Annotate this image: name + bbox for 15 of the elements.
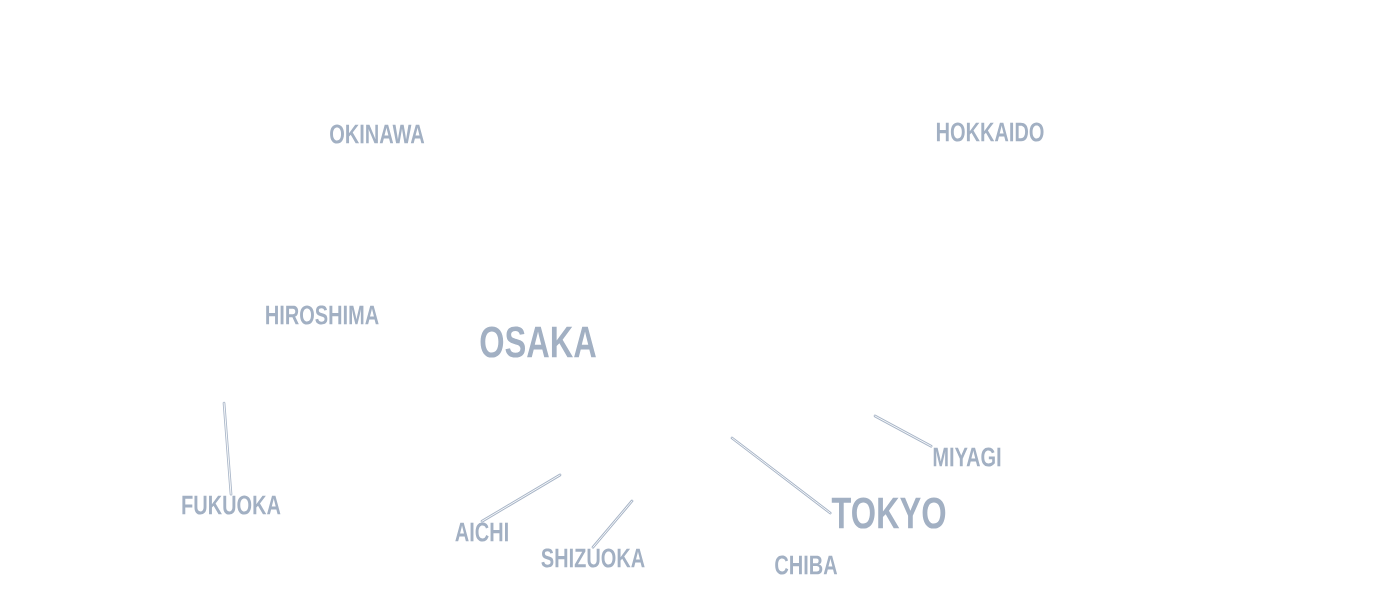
leader-line [591, 499, 634, 549]
place-label: OKINAWA [330, 124, 425, 144]
leader-line [730, 436, 832, 515]
place-label: HOKKAIDO [936, 122, 1044, 142]
place-label: HIROSHIMA [266, 305, 379, 325]
place-label: AICHI [455, 522, 508, 542]
leader-line [222, 401, 233, 496]
place-label: OSAKA [480, 326, 596, 358]
place-label: TOKYO [831, 497, 946, 529]
place-label: MIYAGI [933, 447, 1001, 467]
place-label: FUKUOKA [182, 495, 281, 515]
leader-line [480, 473, 562, 523]
leader-line [873, 414, 933, 448]
place-label: CHIBA [775, 555, 838, 575]
place-label: SHIZUOKA [541, 548, 645, 568]
